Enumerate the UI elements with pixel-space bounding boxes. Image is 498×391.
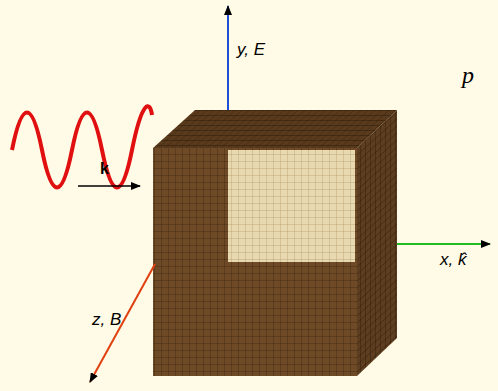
axis-label: x, k̂ [440,250,466,270]
axis-label: y, E [237,40,265,60]
wave-vector-label: k [100,160,109,178]
cut-text: p [462,62,474,89]
axis-label: z, B [92,310,121,330]
